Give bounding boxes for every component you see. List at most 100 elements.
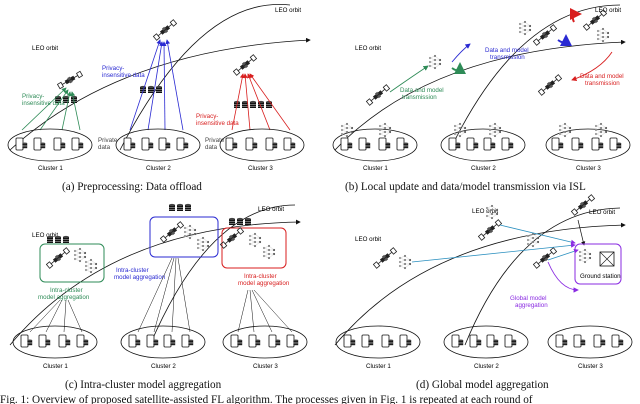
satellite-icon <box>537 73 563 97</box>
satellite-icon <box>532 23 558 47</box>
cluster-2 <box>115 128 201 162</box>
leo-orbit-upper <box>149 204 296 346</box>
cluster-2 <box>120 325 206 359</box>
green-label-line1: Privacy- <box>22 93 44 100</box>
model-icon <box>183 224 197 240</box>
panel-b: LEO orbit LEO orbit Data and model trans… <box>332 4 631 193</box>
red-label-line1: Data and model <box>580 73 624 80</box>
model-icon <box>398 254 412 270</box>
leo-orbit-label: LEO orbit <box>258 206 284 213</box>
blue-label-line1: Intra-cluster <box>116 267 149 274</box>
satellite-icon <box>45 246 71 270</box>
uplink-lines <box>29 257 293 333</box>
blue-arrows <box>129 39 184 131</box>
cluster-1 <box>7 128 93 162</box>
intra-cluster-box-green <box>39 243 105 283</box>
leo-orbit-upper <box>119 3 291 151</box>
blue-label-line2: transmission <box>490 54 525 61</box>
panel-a: LEO orbit LEO orbit Privacy- insensitive… <box>7 3 311 193</box>
private-data-label: Private <box>205 137 225 144</box>
cluster-3 <box>545 122 631 162</box>
intra-cluster-box-red <box>221 227 287 269</box>
red-label-line2: transmission <box>585 80 620 87</box>
satellite-icon <box>152 18 178 42</box>
cluster-label: Cluster 1 <box>43 363 68 370</box>
cluster-label: Cluster 2 <box>471 165 496 172</box>
leo-orbit-lower <box>334 222 626 346</box>
blue-label-line2: model aggregation <box>114 274 166 281</box>
leo-orbit-label: LEO orbit <box>595 7 621 14</box>
cluster-label: Cluster 3 <box>576 165 601 172</box>
private-data-label: data <box>98 144 111 151</box>
caption-a: (a) Preprocessing: Data offload <box>62 181 202 193</box>
green-label-line2: model aggregation <box>38 294 90 301</box>
cluster-3 <box>219 128 305 162</box>
model-icon <box>428 54 442 70</box>
global-arrows <box>411 224 579 263</box>
cluster-label: Cluster 1 <box>38 165 63 172</box>
caption-d: (d) Global model aggregation <box>416 379 549 391</box>
model-icon <box>84 258 98 274</box>
cluster-label: Cluster 3 <box>253 363 278 370</box>
satellite-icon <box>372 246 398 270</box>
leo-orbit-label: LEO orbit <box>355 45 381 52</box>
model-icon <box>596 27 610 43</box>
red-label-line2: model aggregation <box>238 280 290 287</box>
satellite-icon <box>477 218 503 242</box>
cluster-label: Cluster 1 <box>366 363 391 370</box>
cluster-label: Cluster 3 <box>578 363 603 370</box>
cluster-1 <box>332 122 418 162</box>
leo-orbit-upper <box>449 4 621 151</box>
satellite-icon <box>56 70 84 90</box>
cluster-label: Cluster 1 <box>363 165 388 172</box>
loop-arrow <box>557 34 572 47</box>
ground-station-label: Ground station <box>580 273 621 280</box>
caption-b: (b) Local update and data/model transmis… <box>345 181 586 193</box>
private-data-label: Private <box>98 137 118 144</box>
green-label-line2: transmission <box>402 94 437 101</box>
ground-station-box <box>574 243 622 285</box>
model-icon <box>248 232 262 248</box>
green-label-line1: Intra-cluster <box>50 287 83 294</box>
uplink-arrow <box>577 219 586 246</box>
red-label-line1: Privacy- <box>196 113 218 120</box>
leo-orbit-label: LEO orbit <box>589 209 615 216</box>
uploaded-data-icon <box>46 203 252 244</box>
cluster-label: Cluster 2 <box>146 165 171 172</box>
leo-orbit-label: LEO orbit <box>472 208 498 215</box>
leo-orbit-lower <box>9 219 301 346</box>
blue-label-line2: insensitive data <box>102 72 145 79</box>
ground-station-icon <box>578 248 615 267</box>
isl-arrows <box>389 43 613 93</box>
figure-footer: Fig. 1: Overview of proposed satellite-a… <box>0 394 533 404</box>
red-arrows <box>231 73 291 131</box>
satellite-icon <box>365 83 391 107</box>
model-icon <box>73 247 87 263</box>
model-icon <box>262 244 276 260</box>
satellite-icon <box>232 53 258 77</box>
satellite-icon <box>159 220 185 244</box>
private-data-label: data <box>205 144 218 151</box>
red-label-line1: Intra-cluster <box>244 273 277 280</box>
cluster-3 <box>222 325 308 359</box>
red-label-line2: insensitive data <box>196 120 239 127</box>
model-icon <box>518 20 532 36</box>
cluster-1 <box>12 325 98 359</box>
cluster-1 <box>335 325 421 359</box>
cluster-label: Cluster 2 <box>151 363 176 370</box>
panel-d: LEO orbit LEO orbit LEO orbit Ground sta… <box>334 193 633 391</box>
cluster-2 <box>440 122 526 162</box>
loop-arrow <box>569 8 582 23</box>
leo-orbit-upper <box>464 207 621 346</box>
leo-orbit-label: LEO orbit <box>355 236 381 243</box>
downlink-arrow <box>547 261 579 293</box>
cluster-label: Cluster 2 <box>474 363 499 370</box>
green-label-line1: Data and model <box>400 87 444 94</box>
cluster-3 <box>547 325 633 359</box>
caption-c: (c) Intra-cluster model aggregation <box>65 379 222 391</box>
uploaded-data-icon <box>54 85 273 109</box>
blue-label-line1: Privacy- <box>102 65 124 72</box>
intra-cluster-box-blue <box>149 216 219 258</box>
leo-orbit-label: LEO orbit <box>32 232 58 239</box>
